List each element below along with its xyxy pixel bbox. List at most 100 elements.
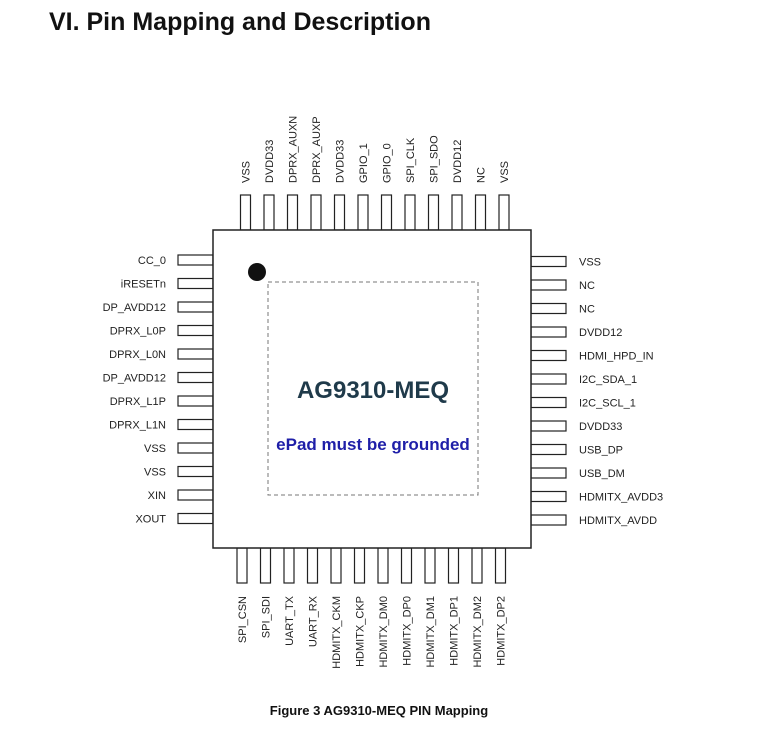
pin-mapping-diagram: CC_01iRESETn2DP_AVDD123DPRX_L0P4DPRX_L0N… (103, 116, 664, 669)
pin-lead-bottom (494, 547, 507, 584)
pin-lead-top (310, 194, 322, 231)
pin-lead-left (177, 512, 214, 525)
pin-label-right: VSS (579, 257, 601, 269)
pin-label-left: DPRX_L1P (110, 396, 166, 408)
pin-label-left: VSS (144, 443, 166, 455)
pin-lead-top (286, 194, 299, 231)
pin-label-top: DVDD33 (335, 140, 347, 183)
pin-label-left: DPRX_L0N (109, 349, 166, 361)
pin-label-right: DVDD33 (579, 421, 622, 433)
pin-lead-right (530, 373, 567, 385)
pin-label-left: XOUT (135, 514, 166, 526)
pin-label-right: I2C_SCL_1 (579, 398, 636, 410)
pin-label-top: VSS (499, 161, 511, 183)
pin-label-right: USB_DM (579, 468, 625, 480)
pin-lead-left (177, 277, 214, 290)
pin-lead-left (177, 254, 214, 266)
chip-name: AG9310-MEQ (297, 377, 449, 404)
pin-lead-right (530, 490, 567, 503)
pin-label-bottom: HDMITX_DP1 (449, 596, 461, 666)
pin-label-top: GPIO_1 (358, 143, 370, 183)
pin-lead-left (177, 301, 214, 313)
pin-label-bottom: HDMITX_CKM (331, 596, 343, 669)
pin-label-top: SPI_CLK (405, 137, 417, 183)
pin-label-right: HDMITX_AVDD (579, 515, 657, 527)
pin-label-left: CC_0 (138, 255, 166, 267)
pin-lead-bottom (330, 547, 342, 584)
pin-label-bottom: UART_TX (284, 595, 296, 646)
pin-label-top: VSS (241, 161, 253, 183)
pin-lead-top (427, 194, 440, 231)
pin-label-left: VSS (144, 467, 166, 479)
pin-lead-top (333, 194, 346, 231)
pin-lead-top (498, 194, 510, 231)
pin-lead-left (177, 348, 214, 360)
pin1-marker-dot (248, 263, 266, 281)
pin-lead-bottom (424, 547, 436, 584)
pin-label-top: SPI_SDO (429, 135, 441, 183)
pin-lead-top (474, 194, 487, 231)
pin-lead-bottom (236, 547, 248, 584)
pin-lead-top (404, 194, 416, 231)
pin-lead-bottom (306, 547, 319, 584)
pin-label-top: DVDD12 (452, 140, 464, 183)
pin-lead-top (239, 194, 252, 231)
page-title: VI. Pin Mapping and Description (49, 8, 431, 36)
pin-lead-right (530, 326, 567, 338)
pin-label-right: I2C_SDA_1 (579, 374, 637, 386)
pin-lead-bottom (400, 547, 413, 584)
pin-label-right: NC (579, 280, 595, 292)
pin-lead-bottom (353, 547, 366, 584)
pin-label-bottom: HDMITX_CKP (355, 596, 367, 667)
pin-label-left: DPRX_L1N (109, 420, 166, 432)
pin-lead-right (530, 279, 567, 291)
pin-label-left: DP_AVDD12 (103, 373, 166, 385)
pin-label-bottom: SPI_SDI (261, 596, 273, 638)
pin-lead-left (177, 395, 214, 407)
pin-label-right: USB_DP (579, 445, 623, 457)
pin-label-bottom: UART_RX (308, 595, 320, 647)
pin-lead-top (380, 194, 393, 231)
pin-lead-left (177, 371, 214, 384)
pin-lead-bottom (259, 547, 272, 584)
pin-lead-top (357, 194, 369, 231)
pin-lead-left (177, 489, 214, 501)
pin-label-left: DPRX_L0P (110, 326, 166, 338)
pin-label-right: NC (579, 304, 595, 316)
epad-outline (267, 281, 479, 496)
pin-label-top: DPRX_AUXP (311, 116, 323, 183)
pin-label-bottom: SPI_CSN (237, 596, 249, 643)
pin-lead-right (530, 443, 567, 456)
pin-lead-right (530, 467, 567, 479)
pin-label-bottom: HDMITX_DM2 (472, 596, 484, 668)
pin-lead-right (530, 514, 567, 526)
pin-label-top: GPIO_0 (382, 143, 394, 183)
pin-label-bottom: HDMITX_DM0 (378, 596, 390, 668)
pin-label-top: NC (476, 167, 488, 183)
pin-label-top: DVDD33 (264, 140, 276, 183)
epad-note: ePad must be grounded (276, 435, 470, 454)
pin-lead-top (451, 194, 463, 231)
pin-label-bottom: HDMITX_DP0 (402, 596, 414, 666)
pin-lead-right (530, 349, 567, 362)
pin-label-right: HDMI_HPD_IN (579, 351, 654, 363)
pin-lead-right (530, 255, 567, 268)
pin-label-left: XIN (148, 490, 166, 502)
pin-label-right: HDMITX_AVDD3 (579, 492, 663, 504)
pin-lead-bottom (447, 547, 460, 584)
pin-lead-left (177, 418, 214, 431)
figure-caption: Figure 3 AG9310-MEQ PIN Mapping (269, 703, 489, 718)
pin-lead-right (530, 302, 567, 315)
pin-lead-bottom (283, 547, 295, 584)
pin-lead-left (177, 324, 214, 337)
pin-lead-bottom (471, 547, 483, 584)
pin-label-right: DVDD12 (579, 327, 622, 339)
pin-lead-right (530, 420, 567, 432)
pin-label-bottom: HDMITX_DM1 (425, 596, 437, 668)
pin-lead-left (177, 465, 214, 478)
pin-lead-top (263, 194, 275, 231)
pin-label-left: iRESETn (121, 279, 166, 291)
pin-label-top: DPRX_AUXN (288, 116, 300, 183)
pin-label-left: DP_AVDD12 (103, 302, 166, 314)
pin-lead-left (177, 442, 214, 454)
